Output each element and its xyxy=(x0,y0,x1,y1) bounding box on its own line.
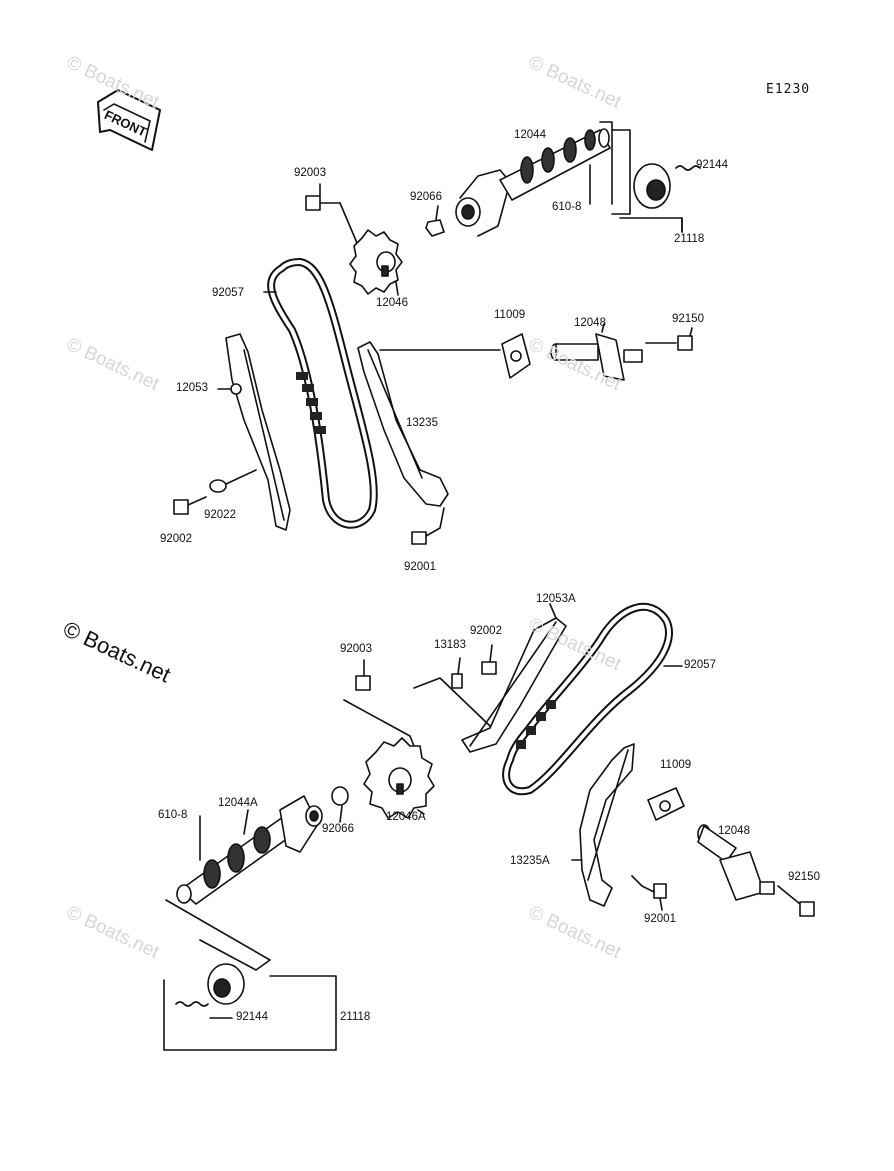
part-label: 13235 xyxy=(406,417,438,429)
part-label: 92003 xyxy=(340,643,372,655)
part-label: 92001 xyxy=(644,913,676,925)
tensioner-12048-upper xyxy=(550,323,643,381)
guide-12053A-lower xyxy=(461,617,567,753)
part-label: 12053A xyxy=(536,593,576,605)
bracket-21118-lower xyxy=(163,899,337,1051)
part-label: 12046 xyxy=(376,297,408,309)
part-label: 92022 xyxy=(204,509,236,521)
part-label: 12048 xyxy=(574,317,606,329)
guide-13235-upper xyxy=(357,341,449,507)
clip-13183-lower xyxy=(451,657,463,689)
part-label: 92003 xyxy=(294,167,326,179)
part-label: 21118 xyxy=(340,1011,371,1023)
part-label: 92057 xyxy=(212,287,244,299)
sprocket-12046A-lower xyxy=(363,737,435,819)
guide-13235A-lower xyxy=(579,743,635,907)
bolt-92001-upper xyxy=(411,507,445,545)
part-label: 12048 xyxy=(718,825,750,837)
part-label: 92144 xyxy=(236,1011,268,1023)
part-label: 12046A xyxy=(386,811,426,823)
part-label: 610-8 xyxy=(552,201,582,213)
part-label: 92057 xyxy=(684,659,716,671)
camshaft-12044 xyxy=(455,121,613,237)
part-label: 12053 xyxy=(176,382,208,394)
camshaft-12044A-lower xyxy=(176,795,323,905)
part-label: 92150 xyxy=(672,313,704,325)
part-label: 13235A xyxy=(510,855,550,867)
part-label: 92144 xyxy=(696,159,728,171)
part-label: 92066 xyxy=(410,191,442,203)
washer-92022-upper xyxy=(209,479,227,493)
part-label: 610-8 xyxy=(158,809,188,821)
gasket-11009-lower xyxy=(647,787,685,821)
nut-92066-upper xyxy=(425,219,445,237)
chain-links-upper xyxy=(296,372,326,434)
part-label: 11009 xyxy=(494,309,526,321)
front-arrow-icon xyxy=(97,89,161,151)
nut-92066-lower xyxy=(331,786,349,806)
part-label: 13183 xyxy=(434,639,466,651)
bolt-92150-upper xyxy=(645,327,693,351)
bolt-92001-lower xyxy=(631,875,667,911)
part-label: 21118 xyxy=(674,233,705,245)
part-label: 92001 xyxy=(404,561,436,573)
bolt-92002-upper xyxy=(173,496,207,515)
part-label: 92150 xyxy=(788,871,820,883)
sprocket-12046-upper xyxy=(349,229,403,296)
part-label: 92002 xyxy=(470,625,502,637)
diagram-code: E1230 xyxy=(766,82,811,97)
part-label: 11009 xyxy=(660,759,692,771)
bolt-92002-lower xyxy=(481,644,497,675)
guide-12053-upper xyxy=(225,333,291,531)
part-label: 12044A xyxy=(218,797,258,809)
part-label: 92002 xyxy=(160,533,192,545)
part-label: 12044 xyxy=(514,129,546,141)
part-label: 92066 xyxy=(322,823,354,835)
bolt-92150-lower xyxy=(777,885,815,917)
chain-links-lower xyxy=(516,700,556,749)
bolt-92003-lower xyxy=(343,659,415,747)
tensioner-12048-lower xyxy=(697,824,775,901)
bracket-21118-upper xyxy=(611,129,701,233)
gasket-11009-upper xyxy=(501,333,531,379)
